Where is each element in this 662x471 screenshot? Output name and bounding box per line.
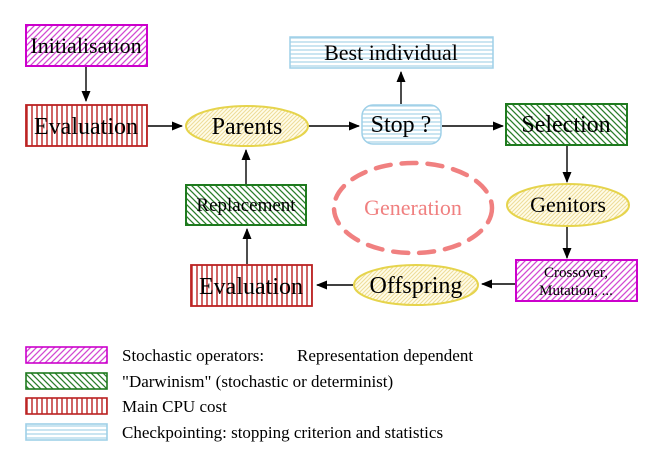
crossover-mutation-box	[515, 259, 638, 302]
legend-label-darwinism: "Darwinism" (stochastic or determinist)	[122, 372, 393, 391]
node-evaluation-bottom: Evaluation	[190, 264, 313, 307]
crossover-label-line1: Crossover,	[544, 265, 608, 281]
legend-label-stochastic: Stochastic operators:	[122, 346, 264, 365]
initialisation-label: Initialisation	[30, 33, 141, 58]
initialisation-box	[25, 24, 148, 67]
replacement-box	[185, 184, 307, 226]
legend-label-cpu: Main CPU cost	[122, 397, 227, 416]
parents-ellipse	[185, 105, 309, 147]
legend-row-cpu: Main CPU cost	[25, 397, 227, 416]
legend-swatch-darwinism	[25, 372, 108, 390]
genitors-label: Genitors	[530, 192, 606, 217]
evaluation-bottom-box	[190, 264, 313, 307]
node-stop: Stop ?	[361, 104, 442, 145]
evaluation-bottom-label: Evaluation	[199, 274, 303, 300]
legend-row-checkpointing: Checkpointing: stopping criterion and st…	[25, 423, 443, 442]
replacement-label: Replacement	[196, 195, 296, 216]
offspring-ellipse	[353, 264, 479, 306]
legend-swatch-checkpointing	[25, 423, 108, 441]
legend-row-darwinism: "Darwinism" (stochastic or determinist)	[25, 372, 393, 391]
selection-label: Selection	[521, 112, 610, 138]
node-genitors: Genitors	[506, 183, 630, 227]
node-parents: Parents	[185, 105, 309, 147]
genitors-ellipse	[506, 183, 630, 227]
node-best-individual: Best individual	[289, 36, 494, 69]
node-generation: Generation	[331, 160, 495, 256]
legend-label-representation: Representation dependent	[297, 346, 473, 365]
legend-swatch-cpu	[25, 397, 108, 415]
offspring-label: Offspring	[370, 273, 463, 299]
node-crossover-mutation: Crossover, Mutation, ...	[515, 259, 638, 302]
best-individual-label: Best individual	[324, 40, 458, 65]
node-offspring: Offspring	[353, 264, 479, 306]
diagram-arrows	[81, 66, 572, 290]
legend-row-stochastic: Stochastic operators: Representation dep…	[25, 346, 473, 365]
stop-label: Stop ?	[371, 112, 432, 138]
legend: Stochastic operators: Representation dep…	[25, 346, 473, 442]
node-selection: Selection	[505, 103, 628, 146]
evaluation-top-box	[25, 104, 148, 147]
node-replacement: Replacement	[185, 184, 307, 226]
generation-label: Generation	[364, 195, 462, 220]
parents-label: Parents	[212, 114, 283, 140]
evaluation-top-label: Evaluation	[34, 114, 138, 140]
legend-label-checkpointing: Checkpointing: stopping criterion and st…	[122, 423, 443, 442]
stop-box	[361, 104, 442, 145]
crossover-label-line2: Mutation, ...	[539, 283, 613, 299]
best-individual-box	[289, 36, 494, 69]
legend-swatch-stochastic	[25, 346, 108, 364]
node-evaluation-top: Evaluation	[25, 104, 148, 147]
selection-box	[505, 103, 628, 146]
node-initialisation: Initialisation	[25, 24, 148, 67]
generation-ellipse	[331, 160, 495, 256]
